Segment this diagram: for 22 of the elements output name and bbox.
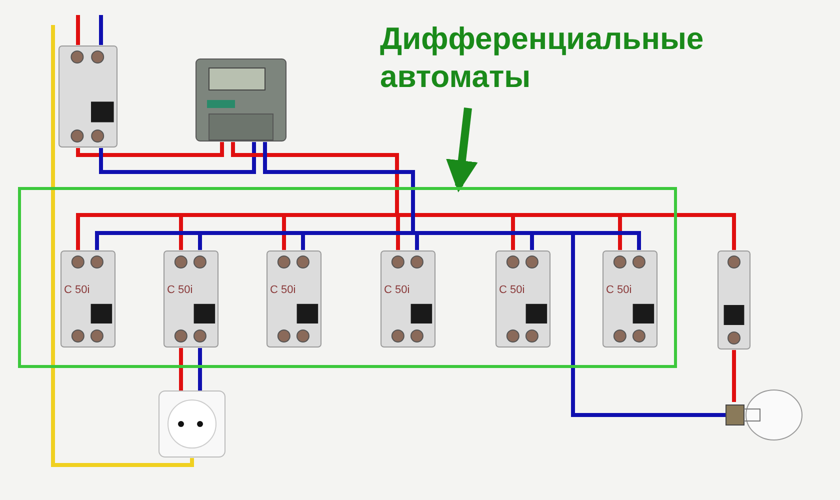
wire xyxy=(99,15,103,45)
rating-label: C 50i xyxy=(167,284,193,296)
rating-label: C 50i xyxy=(499,284,525,296)
circuit-breaker-drawing xyxy=(58,45,118,148)
wire xyxy=(198,348,202,392)
wire xyxy=(732,350,736,402)
electricity-meter-drawing xyxy=(195,58,287,142)
rating-label: C 50i xyxy=(64,284,90,296)
rating-label: C 50i xyxy=(384,284,410,296)
light-bulb-drawing xyxy=(724,388,804,442)
socket-drawing xyxy=(158,390,226,458)
wire xyxy=(76,15,80,45)
pointer-arrow xyxy=(446,108,478,192)
wire xyxy=(76,142,224,157)
wire xyxy=(179,348,183,392)
group-frame xyxy=(18,187,677,368)
wire xyxy=(99,142,256,174)
rating-label: C 50i xyxy=(270,284,296,296)
circuit-breaker-drawing xyxy=(717,250,751,350)
title-text: Дифференциальные автоматы xyxy=(380,20,800,96)
wire xyxy=(51,25,194,467)
rating-label: C 50i xyxy=(606,284,632,296)
